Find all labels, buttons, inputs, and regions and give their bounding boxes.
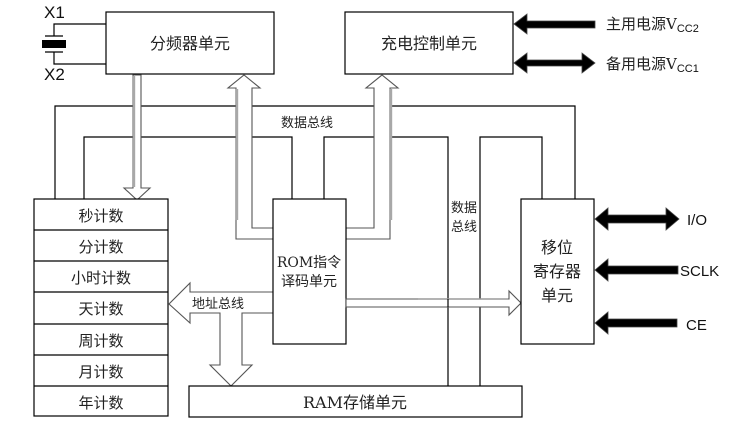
shift-register-block: 移位 寄存器 单元 [520, 198, 595, 345]
ram-block: RAM存储单元 [188, 385, 523, 418]
counter-days: 天计数 [78, 300, 123, 318]
up-arrow-icon [226, 74, 275, 240]
ram-label: RAM存储单元 [303, 393, 407, 412]
charge-control-box [344, 11, 514, 75]
rom-decoder-label-line1: ROM指令 [277, 255, 341, 271]
external-pins: I/O SCLK CE [594, 207, 719, 335]
divider-unit-label: 分频器单元 [150, 34, 230, 53]
counter-minutes: 分计数 [78, 238, 123, 256]
counter-hours: 小时计数 [71, 269, 131, 287]
down-arrow-icon [122, 74, 152, 201]
rom-to-divider-arrow [226, 74, 275, 240]
crystal-oscillator: X1 X2 [42, 3, 106, 84]
divider-unit-block: 分频器单元 [105, 11, 275, 75]
data-bus-outer-line [54, 105, 576, 199]
pin-x2-label: X2 [44, 65, 65, 84]
pin-ce-label: CE [686, 317, 707, 334]
rom-decoder-box [272, 198, 347, 345]
shift-register-label-line3: 单元 [541, 286, 573, 305]
counter-weeks: 周计数 [78, 332, 123, 350]
main-power-arrow-icon [513, 13, 596, 35]
io-arrow-icon [594, 207, 680, 231]
data-bus-top-label: 数据总线 [281, 116, 333, 131]
data-bus-inner-left [83, 136, 236, 199]
divider-to-counter-arrow [122, 74, 152, 201]
ce-arrow-icon [594, 311, 678, 335]
main-power-label: 主用电源VCC2 [606, 15, 699, 35]
address-bus-label: 地址总线 [192, 297, 244, 312]
rom-decoder-label-line2: 译码单元 [281, 274, 337, 290]
divider-unit-box [105, 11, 275, 75]
rom-decoder-block: ROM指令 译码单元 [272, 198, 347, 345]
counter-months: 月计数 [78, 363, 123, 381]
address-bus-arrow-icon [168, 281, 275, 387]
counter-stack-box [33, 198, 169, 417]
charge-control-block: 充电控制单元 [344, 11, 514, 75]
power-inputs: 主用电源VCC2 备用电源VCC1 [513, 13, 699, 75]
counter-seconds: 秒计数 [78, 207, 123, 225]
address-bus: 地址总线 [168, 281, 275, 387]
shift-register-label-line1: 移位 [541, 238, 573, 257]
x1-wire [53, 23, 106, 36]
rom-to-charge-arrow [345, 74, 400, 240]
charge-control-label: 充电控制单元 [381, 34, 477, 53]
right-arrow-icon [345, 289, 522, 317]
counter-stack: 秒计数 分计数 小时计数 天计数 周计数 月计数 年计数 [33, 198, 169, 417]
pin-io-label: I/O [687, 212, 707, 229]
data-bus-right-label-line1: 数据 [451, 201, 477, 216]
x2-wire [53, 52, 106, 65]
counter-years: 年计数 [78, 394, 123, 412]
data-bus-inner-rom-left [252, 136, 293, 199]
data-bus-right-left-line [390, 136, 449, 388]
shift-register-box [520, 198, 595, 345]
shift-register-label-line2: 寄存器 [533, 262, 581, 281]
crystal-body-icon [42, 40, 66, 48]
data-bus-right-right-line [479, 136, 543, 388]
pin-sclk-label: SCLK [680, 263, 719, 280]
backup-power-arrow-icon [513, 52, 596, 74]
ram-box [188, 385, 523, 418]
rom-to-shift-arrow [345, 289, 522, 317]
sclk-arrow-icon [594, 258, 679, 282]
pin-x1-label: X1 [44, 3, 65, 22]
data-bus-right-label-line2: 总线 [451, 220, 477, 235]
data-bus-inner-rom-right [323, 136, 374, 199]
data-bus-lines: 数据总线 数据 总线 [54, 105, 576, 388]
backup-power-label: 备用电源VCC1 [606, 55, 699, 75]
